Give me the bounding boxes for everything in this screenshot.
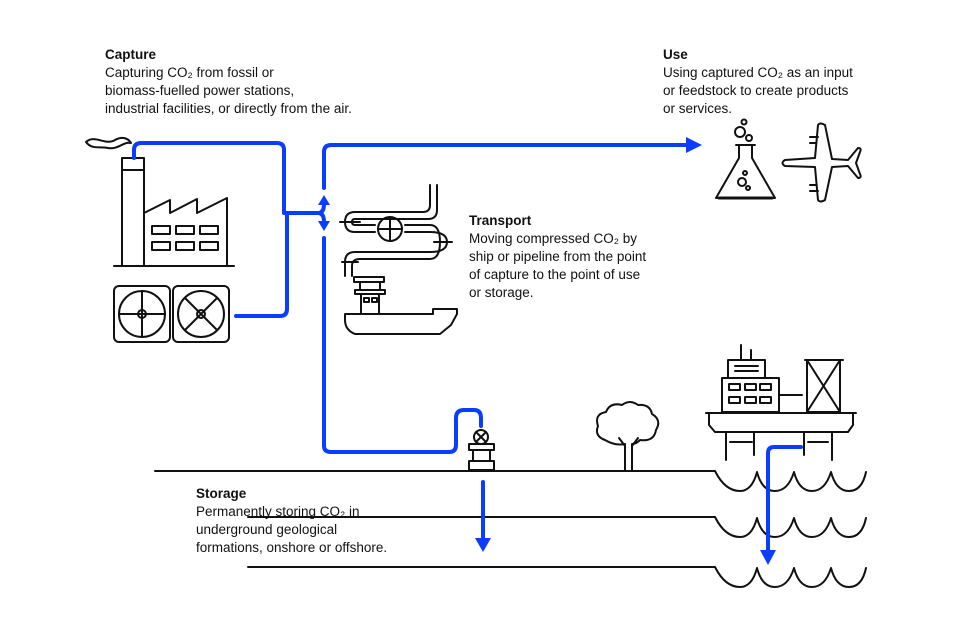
use-text: or services. — [663, 101, 733, 116]
transport-text: Moving compressed CO₂ by — [469, 231, 638, 246]
capture-text: industrial facilities, or directly from … — [105, 101, 352, 116]
ship-icon — [344, 276, 458, 335]
use-text: Using captured CO₂ as an input — [663, 65, 853, 80]
pipeline-icon — [339, 184, 453, 277]
transport-text: of capture to the point of use — [469, 267, 641, 282]
transport-title: Transport — [469, 213, 532, 228]
capture-block: Capture Capturing CO₂ from fossil or bio… — [105, 46, 352, 118]
storage-block: Storage Permanently storing CO₂ in under… — [196, 485, 387, 557]
offshore-platform-icon — [705, 344, 857, 461]
storage-text: formations, onshore or offshore. — [196, 540, 388, 555]
storage-text: underground geological — [196, 522, 338, 537]
wellhead-icon — [468, 429, 495, 471]
ground-layers — [154, 470, 867, 588]
direct-air-capture-fans-icon — [113, 285, 230, 343]
transport-text: ship or pipeline from the point — [469, 249, 647, 264]
arrow-down-icon — [318, 221, 330, 231]
transport-block: Transport Moving compressed CO₂ by ship … — [469, 212, 646, 302]
storage-text: Permanently storing CO₂ in — [196, 504, 360, 519]
transport-text: or storage. — [469, 285, 534, 300]
factory-icon — [85, 136, 235, 267]
capture-text: biomass-fuelled power stations, — [105, 83, 295, 98]
co2-flow — [132, 137, 803, 565]
use-block: Use Using captured CO₂ as an input or fe… — [663, 46, 853, 118]
airplane-icon — [781, 122, 862, 203]
arrow-right-icon — [686, 137, 702, 153]
flask-icon — [715, 118, 776, 200]
arrow-down-icon — [760, 550, 776, 565]
storage-title: Storage — [196, 486, 247, 501]
tree-icon — [595, 401, 660, 471]
capture-title: Capture — [105, 47, 157, 62]
arrow-up-icon — [318, 195, 330, 205]
use-text: or feedstock to create products — [663, 83, 849, 98]
arrow-down-icon — [475, 538, 491, 552]
use-title: Use — [663, 47, 688, 62]
capture-text: Capturing CO₂ from fossil or — [105, 65, 274, 80]
